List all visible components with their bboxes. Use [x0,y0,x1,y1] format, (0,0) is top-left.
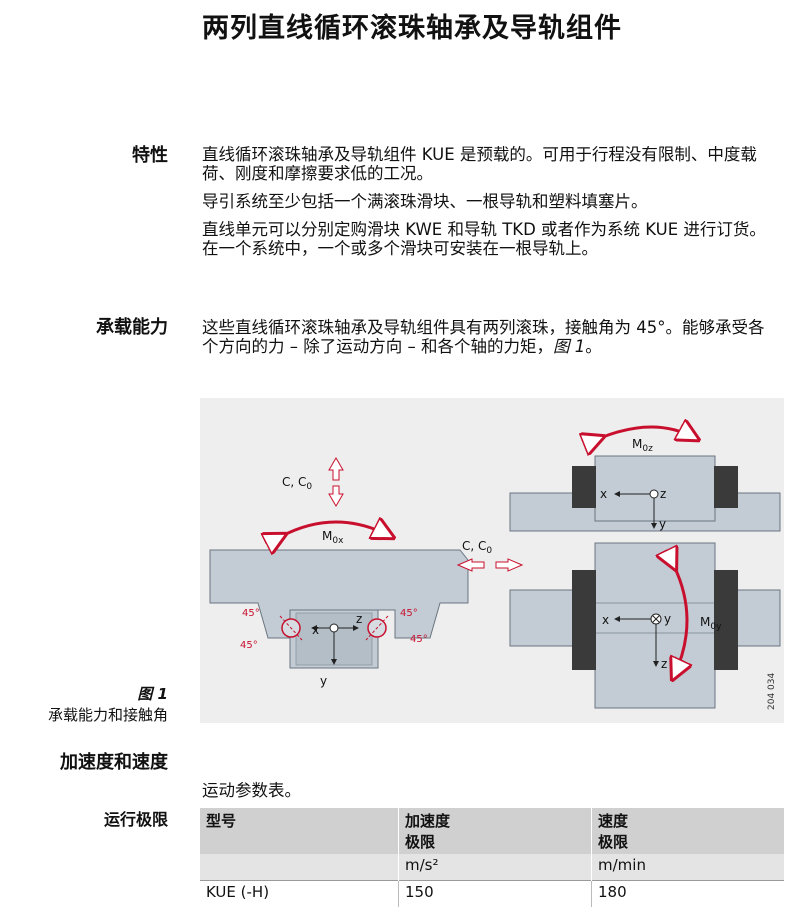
figure-caption-text: 承载能力和接触角 [47,706,168,724]
svg-text:45°: 45° [242,608,260,619]
svg-text:M0y: M0y [700,615,722,632]
table-units-row: m/s² m/min [200,854,784,881]
figure-ref-link[interactable]: 图 1 [552,337,586,356]
figure-code: 204 034 [767,673,777,710]
paragraph: 这些直线循环滚珠轴承及导轨组件具有两列滚珠，接触角为 45°。能够承受各个方向的… [202,318,765,356]
load-text: 这些直线循环滚珠轴承及导轨组件具有两列滚珠，接触角为 45°。能够承受各个方向的… [202,318,765,356]
svg-text:45°: 45° [410,634,428,645]
paragraph: 导引系统至少包括一个满滚珠滑块、一根导轨和塑料填塞片。 [202,192,648,211]
table-row: KUE (-H) 150 180 [200,880,784,907]
load-diagram: x z y 45° 45° 45° 45° C, C0 M0x C, C0 M0… [209,398,781,710]
section-label-accel: 加速度和速度 [60,752,168,773]
carriage-side-view: M0z x z y [509,427,781,532]
carriage-top-view: M0y x y z [509,542,781,709]
load-label: C, C0 [282,475,312,492]
y-axis-label: y [320,674,327,688]
section-label-features: 特性 [132,145,168,166]
svg-text:y: y [659,517,666,531]
svg-text:45°: 45° [400,608,418,619]
load-arrow-vertical-icon: C, C0 [282,457,344,507]
svg-text:y: y [664,612,671,626]
section-label-limits: 运行极限 [103,810,168,829]
moment-mox-icon: M0x [282,522,390,546]
svg-text:z: z [661,657,667,671]
paragraph: 直线单元可以分别定购滑块 KWE 和导轨 TKD 或者作为系统 KUE 进行订货… [202,220,766,258]
svg-text:x: x [600,487,607,501]
z-axis-label: z [356,612,362,626]
svg-text:z: z [660,487,666,501]
header-speed: 速度极限 [591,808,784,854]
carriage-front-view: x z y 45° 45° 45° 45° [209,549,469,688]
svg-text:M0x: M0x [322,529,344,546]
figure-1: x z y 45° 45° 45° 45° C, C0 M0x C, C0 M0… [200,398,784,723]
svg-text:M0z: M0z [632,437,653,454]
svg-text:C, C0: C, C0 [462,539,492,556]
table-header-row: 型号 加速度极限 速度极限 [200,808,784,854]
svg-text:x: x [602,613,609,627]
section-label-load: 承载能力 [96,317,168,338]
limits-intro: 运动参数表。 [202,781,301,800]
page-title: 两列直线循环滚珠轴承及导轨组件 [202,13,622,44]
paragraph: 直线循环滚珠轴承及导轨组件 KUE 是预载的。可用于行程没有限制、中度载荷、刚度… [202,145,757,183]
x-axis-label: x [312,623,319,637]
features-text: 直线循环滚珠轴承及导轨组件 KUE 是预载的。可用于行程没有限制、中度载荷、刚度… [202,145,772,267]
header-model: 型号 [200,808,399,854]
motion-params-table: 型号 加速度极限 速度极限 m/s² m/min KUE (-H) 150 18… [200,808,784,907]
figure-caption-number: 图 1 [137,685,168,703]
load-arrow-horizontal-icon: C, C0 [456,539,524,572]
header-accel: 加速度极限 [398,808,592,854]
svg-text:45°: 45° [240,640,258,651]
